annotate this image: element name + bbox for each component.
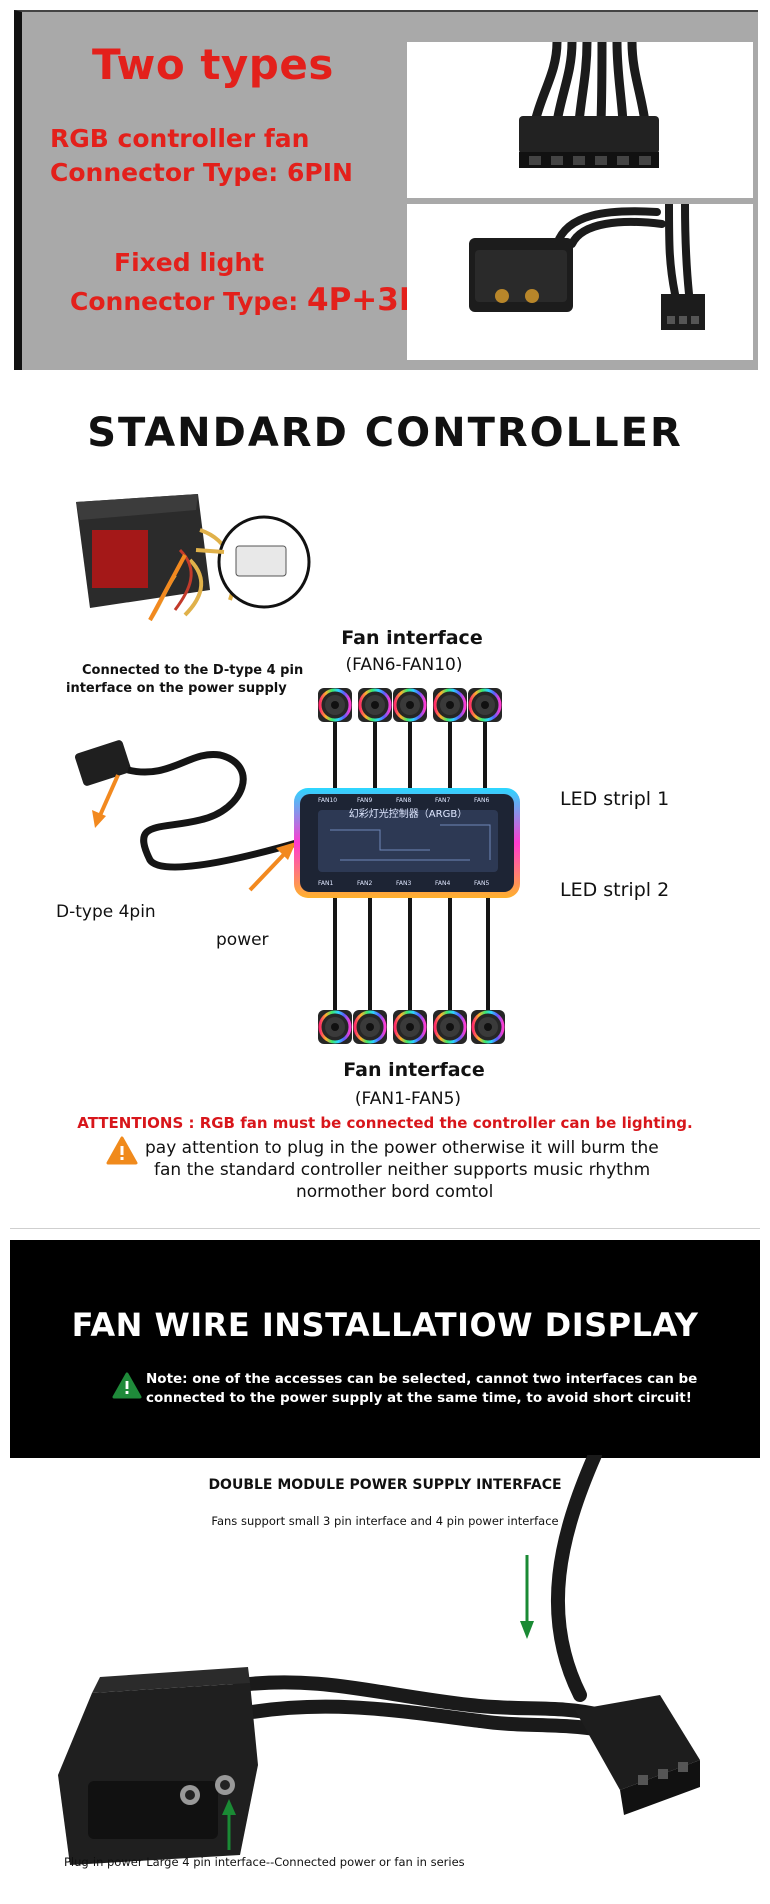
power-label: power <box>216 930 269 950</box>
led-strip-2-label: LED stripl 2 <box>560 879 669 901</box>
two-types-banner: Two types RGB controller fan Connector T… <box>14 10 758 370</box>
fan-wire-installation-banner: FAN WIRE INSTALLATIOW DISPLAY Note: one … <box>10 1240 760 1458</box>
board-fan-label: FAN6 <box>474 797 489 804</box>
board-fan-label: FAN8 <box>396 797 411 804</box>
six-pin-connector-photo <box>407 42 753 198</box>
molex-connector <box>58 1667 258 1865</box>
arrow-icon <box>96 774 120 821</box>
argb-controller-board: 幻彩灯光控制器（ARGB） FAN10 FAN9 FAN8 FAN7 FAN6 … <box>294 788 520 898</box>
board-fan-label: FAN9 <box>357 797 372 804</box>
board-fan-label: FAN2 <box>357 880 372 887</box>
board-fan-label: FAN4 <box>435 880 450 887</box>
fan-group-bottom <box>316 1008 507 1046</box>
attention-text: ATTENTIONS : RGB fan must be connected t… <box>77 1114 693 1132</box>
power-supply-unit <box>76 494 236 622</box>
arrow-icon <box>520 1555 534 1639</box>
double-module-title: DOUBLE MODULE POWER SUPPLY INTERFACE <box>208 1477 562 1493</box>
psu-caption-line1: Connected to the D-type 4 pin <box>82 663 303 678</box>
d-type-label: D-type 4pin <box>56 902 156 922</box>
d-type-connector <box>75 740 301 871</box>
install-title: FAN WIRE INSTALLATIOW DISPLAY <box>71 1306 699 1344</box>
double-module-subtitle: Fans support small 3 pin interface and 4… <box>211 1514 559 1528</box>
fixed-connector-label: Connector Type: 4P+3P <box>70 282 422 318</box>
types-title: Two types <box>92 40 334 89</box>
psu-caption-line2: interface on the power supply <box>66 681 287 696</box>
controller-wiring-diagram: 幻彩灯光控制器（ARGB） FAN10 FAN9 FAN8 FAN7 FAN6 … <box>56 494 712 1109</box>
warning-icon <box>106 1136 138 1165</box>
fan-bottom-range: (FAN1-FAN5) <box>355 1089 461 1109</box>
board-fan-label: FAN10 <box>318 797 337 804</box>
standard-controller-title: STANDARD CONTROLLER <box>87 410 683 456</box>
fixed-connector-value: 4P+3P <box>307 282 422 318</box>
note-line-3: normother bord comtol <box>296 1182 494 1202</box>
led-strips <box>520 829 712 859</box>
install-note-line-1: Note: one of the accesses can be selecte… <box>146 1371 698 1387</box>
double-module-connector-photo <box>58 1455 700 1865</box>
led-strip-1-label: LED stripl 1 <box>560 788 669 810</box>
note-line-1: pay attention to plug in the power other… <box>145 1138 659 1158</box>
install-note-line-2: connected to the power supply at the sam… <box>146 1390 692 1406</box>
board-fan-label: FAN3 <box>396 880 411 887</box>
double-module-bottom-caption: Plug-in power Large 4 pin interface--Con… <box>64 1855 465 1869</box>
arrow-icon <box>148 554 187 621</box>
arrow-icon <box>222 1799 236 1850</box>
fan-group-top <box>316 686 504 724</box>
warning-icon-green <box>112 1372 142 1399</box>
rgb-type-label: RGB controller fan <box>50 124 310 153</box>
fixed-connector-prefix: Connector Type: <box>70 287 307 316</box>
section-divider <box>10 1228 760 1229</box>
install-note: Note: one of the accesses can be selecte… <box>146 1370 697 1408</box>
three-pin-fan-connector <box>575 1695 700 1815</box>
fan-top-range: (FAN6-FAN10) <box>346 655 463 675</box>
fixed-type-label: Fixed light <box>114 248 265 277</box>
board-fan-label: FAN1 <box>318 880 333 887</box>
fan-bottom-title: Fan interface <box>343 1059 484 1081</box>
board-fan-label: FAN7 <box>435 797 450 804</box>
four-plus-three-pin-connector-photo <box>407 204 753 360</box>
note-line-2: fan the standard controller neither supp… <box>154 1160 651 1180</box>
fan-top-title: Fan interface <box>341 627 482 649</box>
board-fan-label: FAN5 <box>474 880 489 887</box>
board-title: 幻彩灯光控制器（ARGB） <box>349 807 467 820</box>
rgb-connector-label: Connector Type: 6PIN <box>50 158 353 187</box>
